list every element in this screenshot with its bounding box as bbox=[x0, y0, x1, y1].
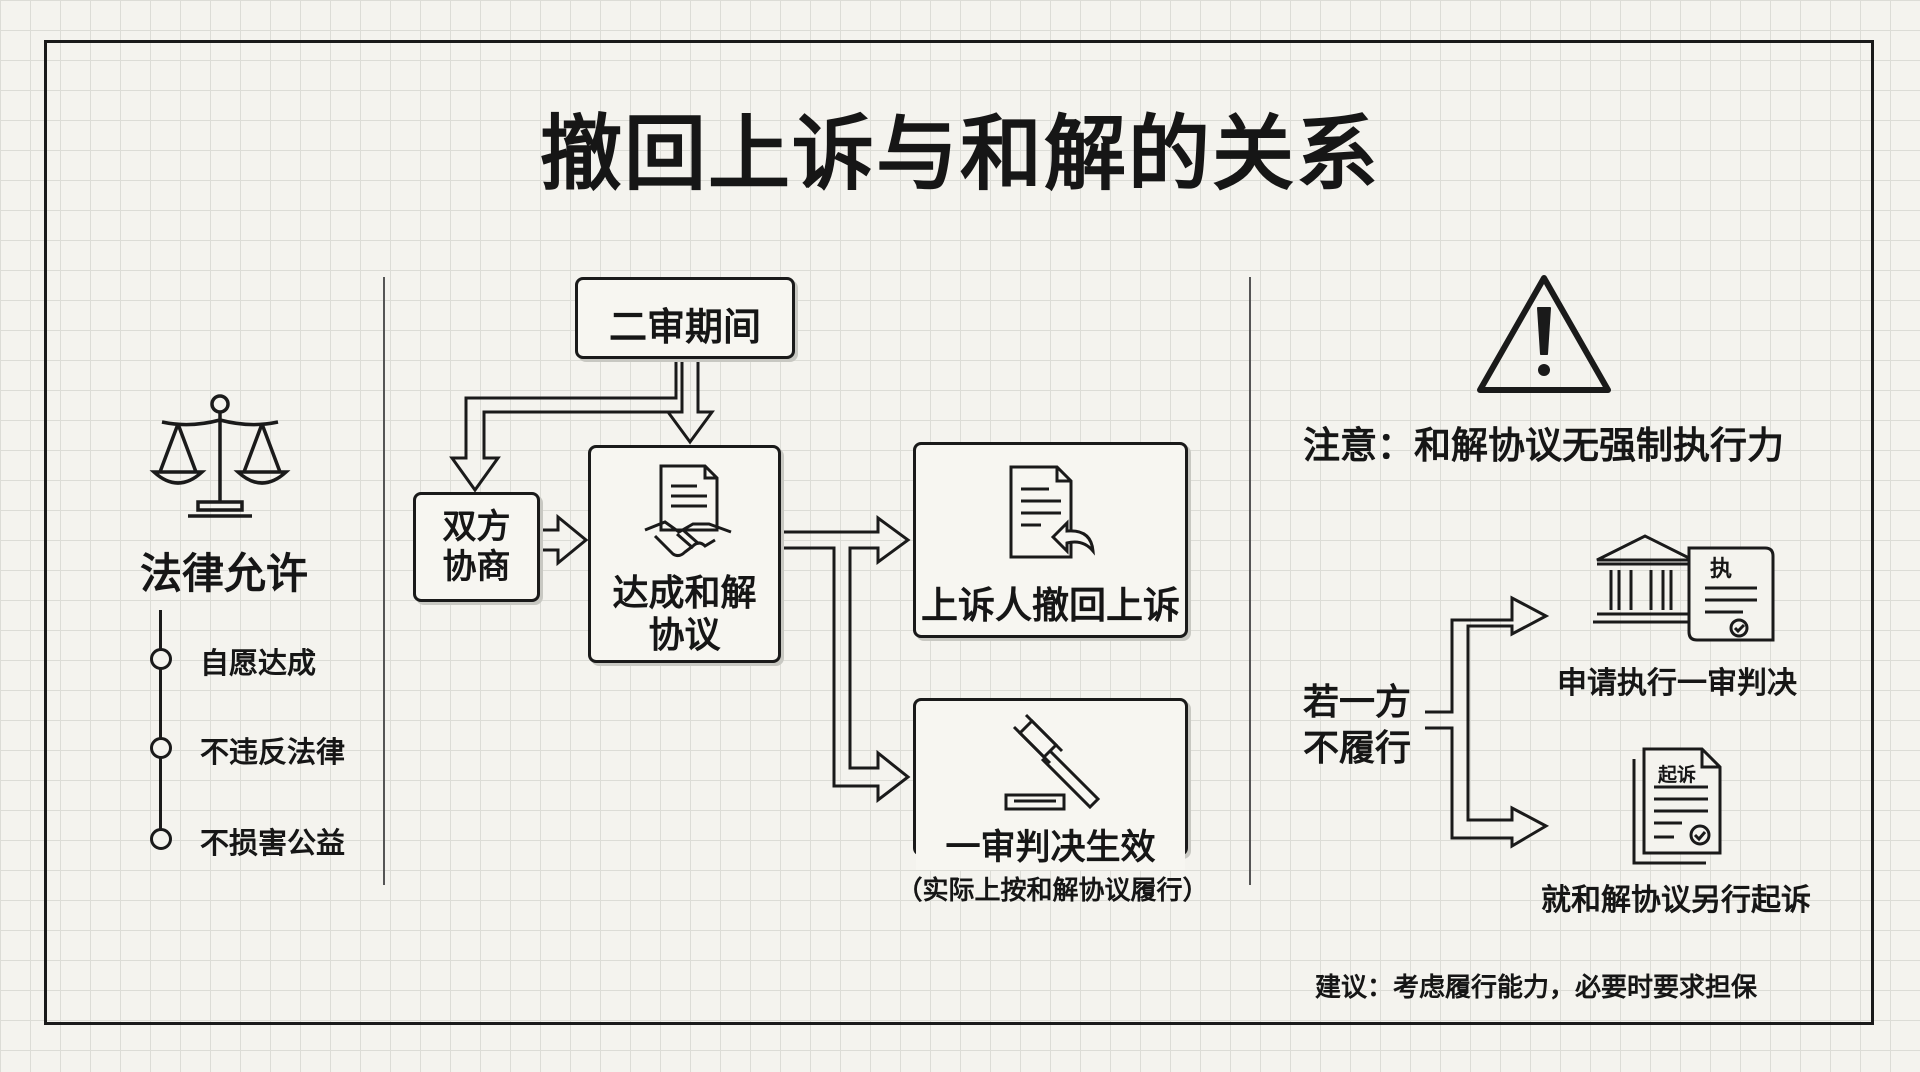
condition-bullet bbox=[150, 737, 172, 759]
settlement-label: 达成和解 协议 bbox=[612, 573, 757, 656]
diagram-frame bbox=[44, 40, 1874, 1025]
withdraw-label: 上诉人撤回上诉 bbox=[921, 584, 1180, 627]
judgment-box: 一审判决生效 bbox=[913, 698, 1188, 870]
left-divider bbox=[383, 277, 385, 885]
settlement-box: 达成和解 协议 bbox=[588, 445, 781, 663]
right-divider bbox=[1249, 277, 1251, 885]
condition-label: 自愿达成 bbox=[200, 646, 317, 680]
option1-badge: 执 bbox=[1710, 557, 1733, 582]
period-label: 二审期间 bbox=[608, 305, 761, 349]
lawsuit-document-icon bbox=[1630, 745, 1730, 865]
judgment-note: （实际上按和解协议履行） bbox=[896, 876, 1209, 906]
advice-text: 建议：考虑履行能力，必要时要求担保 bbox=[1315, 973, 1758, 1003]
option2-badge: 起诉 bbox=[1658, 764, 1697, 786]
option1-label: 申请执行一审判决 bbox=[1557, 666, 1797, 701]
left-heading: 法律允许 bbox=[140, 549, 309, 598]
warning-triangle-icon bbox=[1474, 272, 1614, 397]
document-return-icon bbox=[1001, 463, 1101, 563]
judgment-label: 一审判决生效 bbox=[916, 819, 1185, 870]
negotiate-label: 双方 协商 bbox=[442, 507, 511, 587]
negotiate-box: 双方 协商 bbox=[413, 492, 540, 602]
courthouse-execution-icon bbox=[1593, 530, 1783, 650]
scales-of-justice-icon bbox=[150, 390, 290, 525]
withdraw-box: 上诉人撤回上诉 bbox=[913, 442, 1188, 638]
gavel-icon bbox=[998, 713, 1108, 813]
period-box: 二审期间 bbox=[575, 277, 795, 359]
condition-text: 若一方 不履行 bbox=[1303, 682, 1412, 769]
condition-label: 不损害公益 bbox=[200, 826, 346, 860]
conditions-line bbox=[159, 610, 162, 840]
handshake-document-icon bbox=[643, 460, 733, 560]
condition-label: 不违反法律 bbox=[200, 735, 346, 769]
notice-text: 注意：和解协议无强制执行力 bbox=[1303, 424, 1784, 467]
condition-bullet bbox=[150, 648, 172, 670]
condition-bullet bbox=[150, 828, 172, 850]
option2-label: 就和解协议另行起诉 bbox=[1541, 883, 1811, 918]
page-title: 撤回上诉与和解的关系 bbox=[539, 107, 1380, 202]
